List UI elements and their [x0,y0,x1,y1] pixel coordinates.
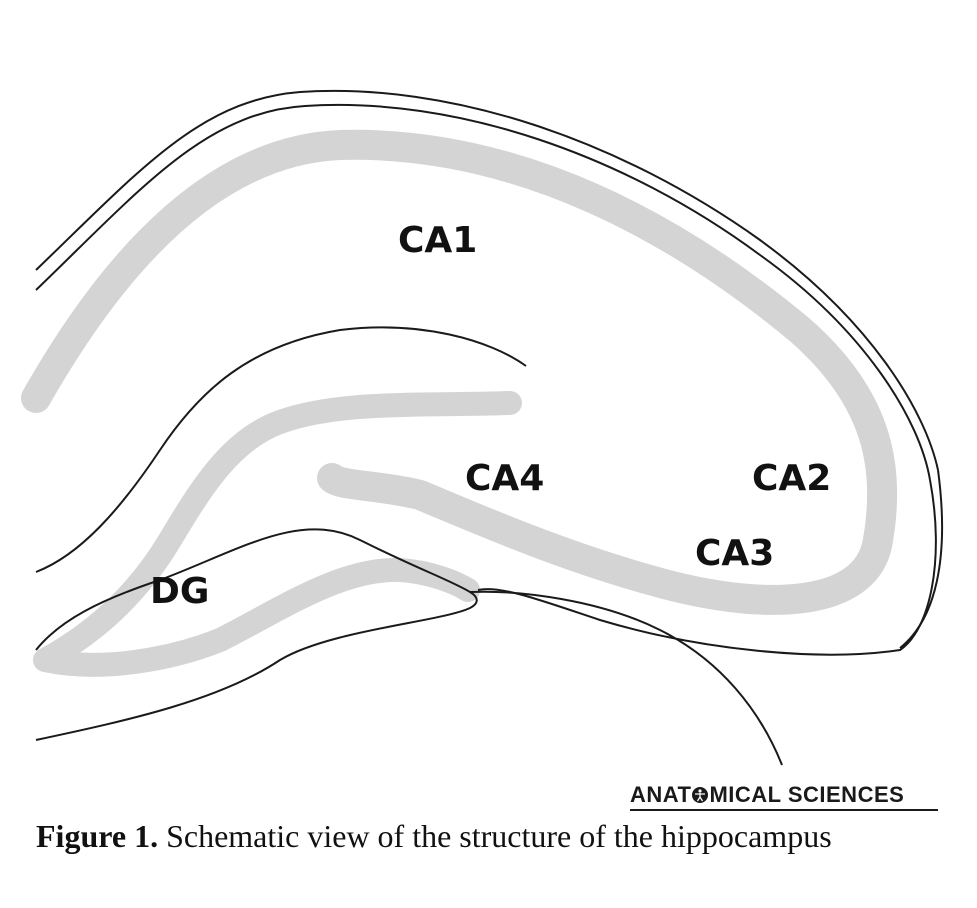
figure-caption: Figure 1. Schematic view of the structur… [36,818,832,855]
caption-text: Schematic view of the structure of the h… [166,818,832,854]
dentate-gyrus-cell-layer [33,391,522,677]
outer-right-edge-line [899,469,944,649]
lower-border-line [477,479,937,656]
label-ca2: CA2 [752,458,831,499]
logo-text-start: ANAT [630,782,692,807]
ammons-horn-cell-layer [21,129,898,615]
label-ca4: CA4 [465,458,544,499]
inner-contour-line [35,103,931,481]
human-figure-icon [692,787,709,803]
figure-number: Figure 1. [36,818,159,854]
journal-logo: ANAT MICAL SCIENCES [630,783,938,811]
label-ca3: CA3 [695,533,774,574]
label-dg: DG [150,571,209,612]
subiculum-curve-line [469,590,783,766]
label-ca1: CA1 [398,220,477,261]
hippocampal-fissure-line [35,326,527,573]
outer-contour-line [35,89,939,471]
logo-text-end: MICAL SCIENCES [709,782,905,807]
